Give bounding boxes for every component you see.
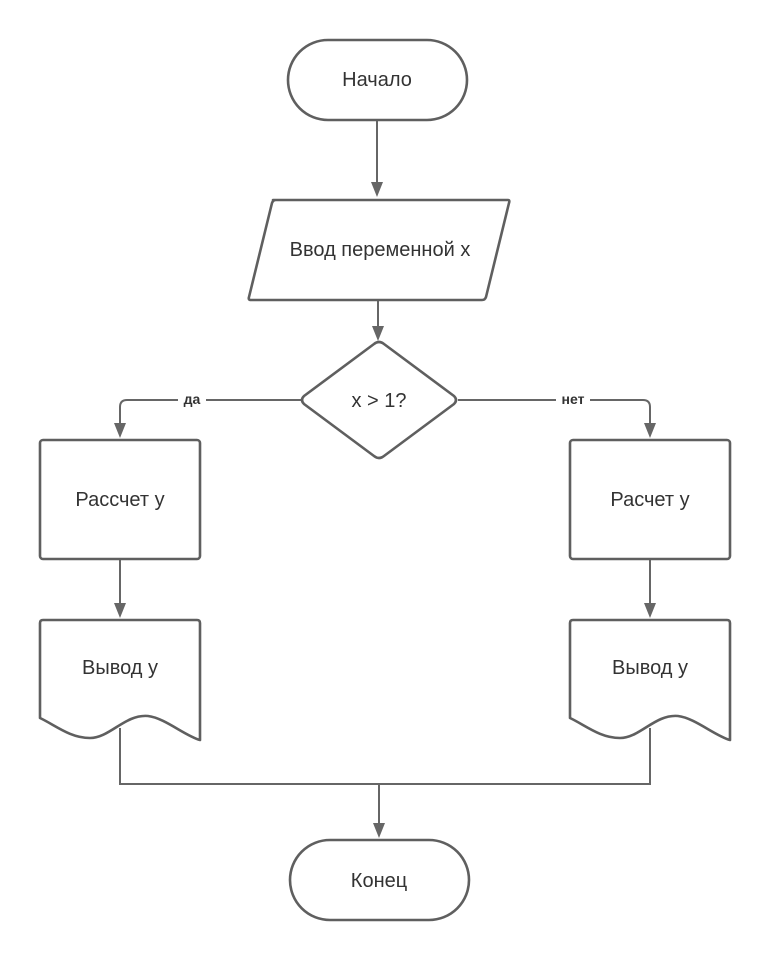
decision-shape xyxy=(300,340,458,460)
edge-outputs-merge-to-end xyxy=(119,728,651,838)
edge-calc-yes-to-output-yes xyxy=(114,560,126,618)
node-calc-no-label: Расчет y xyxy=(610,489,689,511)
document-shape xyxy=(568,618,732,742)
terminator-shape xyxy=(288,838,471,922)
input-output-shape xyxy=(247,198,511,302)
node-output-yes-label: Вывод y xyxy=(82,657,158,679)
edge-calc-no-to-output-no xyxy=(644,560,656,618)
process-shape xyxy=(568,438,732,561)
node-calc-no[interactable]: Расчет y xyxy=(568,438,732,561)
node-calc-yes-label: Рассчет y xyxy=(75,489,164,511)
node-decision-label: x > 1? xyxy=(351,390,406,412)
edge-decision-to-calc-yes xyxy=(114,399,302,438)
edge-label-no-text: нет xyxy=(562,391,585,407)
node-start-label: Начало xyxy=(342,69,412,91)
edge-label-no: нет xyxy=(556,390,590,408)
node-end-label: Конец xyxy=(351,870,407,892)
node-output-yes[interactable]: Вывод y xyxy=(38,618,202,742)
node-output-no[interactable]: Вывод y xyxy=(568,618,732,742)
terminator-shape xyxy=(286,38,469,122)
connectors xyxy=(114,120,656,838)
document-shape xyxy=(38,618,202,742)
node-calc-yes[interactable]: Рассчет y xyxy=(38,438,202,561)
edge-decision-to-calc-no xyxy=(458,399,656,438)
edge-start-to-input xyxy=(371,120,383,197)
node-input[interactable]: Ввод переменной x xyxy=(247,198,511,302)
process-shape xyxy=(38,438,202,561)
node-input-label: Ввод переменной x xyxy=(290,239,471,261)
node-end[interactable]: Конец xyxy=(288,838,471,922)
edge-label-yes-text: да xyxy=(184,391,201,407)
node-start[interactable]: Начало xyxy=(286,38,469,122)
edge-input-to-decision xyxy=(372,300,384,341)
node-decision[interactable]: x > 1? xyxy=(300,340,458,460)
edge-label-yes: да xyxy=(178,390,206,408)
node-output-no-label: Вывод y xyxy=(612,657,688,679)
